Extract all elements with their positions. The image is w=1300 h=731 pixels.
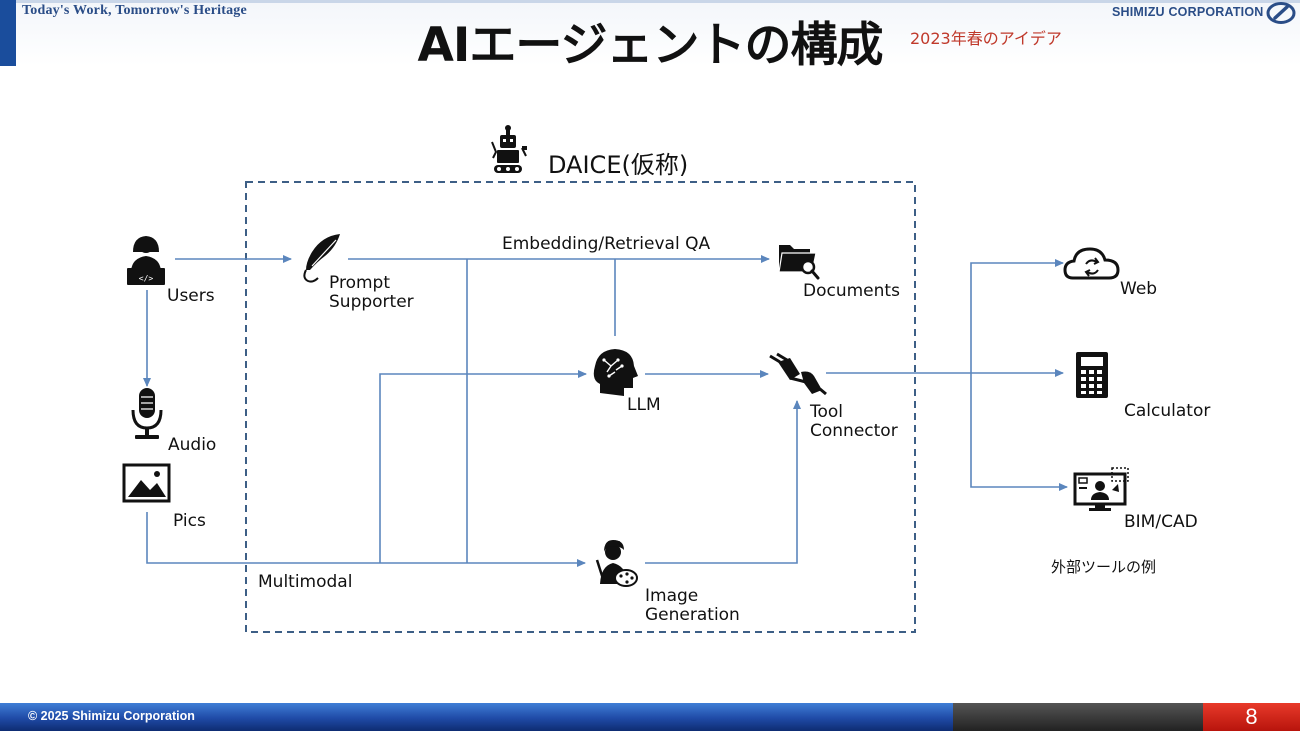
node-label-prompt-supporter: Prompt Supporter bbox=[329, 273, 414, 312]
quill-pen-icon bbox=[303, 234, 340, 283]
edge-tool-web bbox=[970, 259, 1064, 373]
monitor-user-icon bbox=[1073, 467, 1129, 511]
picture-icon bbox=[122, 463, 171, 503]
container-title: DAICE(仮称) bbox=[548, 151, 689, 179]
artist-palette-icon bbox=[595, 540, 638, 587]
user-laptop-icon: </> bbox=[127, 236, 165, 285]
footer-red-band bbox=[1203, 703, 1300, 731]
ai-brain-head-icon bbox=[593, 349, 638, 396]
node-label-users: Users bbox=[167, 286, 215, 306]
header-bar bbox=[0, 0, 1300, 66]
subtitle: 2023年春のアイデア bbox=[910, 29, 1062, 48]
page-title: AIエージェントの構成 bbox=[417, 18, 884, 73]
footer-dark-band bbox=[953, 703, 1203, 731]
corporate-logo-mark-icon bbox=[1266, 2, 1296, 24]
plug-connector-icon bbox=[769, 352, 827, 396]
node-label-bim-cad: BIM/CAD bbox=[1124, 512, 1198, 532]
header-accent-stripe bbox=[0, 0, 16, 66]
folder-search-icon bbox=[778, 245, 820, 280]
copyright-text: © 2025 Shimizu Corporation bbox=[28, 709, 195, 723]
node-label-image-generation: Image Generation bbox=[645, 586, 740, 625]
node-label-llm: LLM bbox=[627, 395, 661, 415]
node-label-pics: Pics bbox=[173, 511, 206, 531]
edge-label-embedding: Embedding/Retrieval QA bbox=[502, 234, 711, 254]
header-top-line bbox=[16, 0, 1300, 3]
edge-imagegen-tool bbox=[645, 400, 801, 564]
svg-text:</>: </> bbox=[139, 274, 154, 283]
edge-pics-multimodal bbox=[146, 512, 586, 567]
robot-icon bbox=[491, 125, 527, 173]
node-label-tool-connector: Tool Connector bbox=[810, 402, 898, 441]
cloud-sync-icon bbox=[1063, 247, 1120, 280]
daice-container-box bbox=[245, 181, 916, 633]
node-label-calculator: Calculator bbox=[1124, 401, 1211, 421]
edge-tool-bimcad bbox=[970, 373, 1068, 491]
node-label-audio: Audio bbox=[168, 435, 217, 455]
microphone-icon bbox=[131, 388, 163, 439]
footer-blue-band bbox=[0, 703, 953, 731]
edge-multimodal-llm bbox=[379, 370, 587, 563]
external-tools-note: 外部ツールの例 bbox=[1051, 558, 1157, 576]
tagline: Today's Work, Tomorrow's Heritage bbox=[22, 3, 247, 18]
page-number: 8 bbox=[1245, 704, 1258, 729]
node-label-web: Web bbox=[1120, 279, 1158, 299]
footer-bar: © 2025 Shimizu Corporation 8 bbox=[0, 703, 1300, 731]
calculator-icon bbox=[1076, 352, 1108, 398]
edge-label-multimodal: Multimodal bbox=[258, 572, 353, 592]
node-label-documents: Documents bbox=[803, 281, 900, 301]
corporate-logo-text: SHIMIZU CORPORATION bbox=[1112, 5, 1264, 19]
